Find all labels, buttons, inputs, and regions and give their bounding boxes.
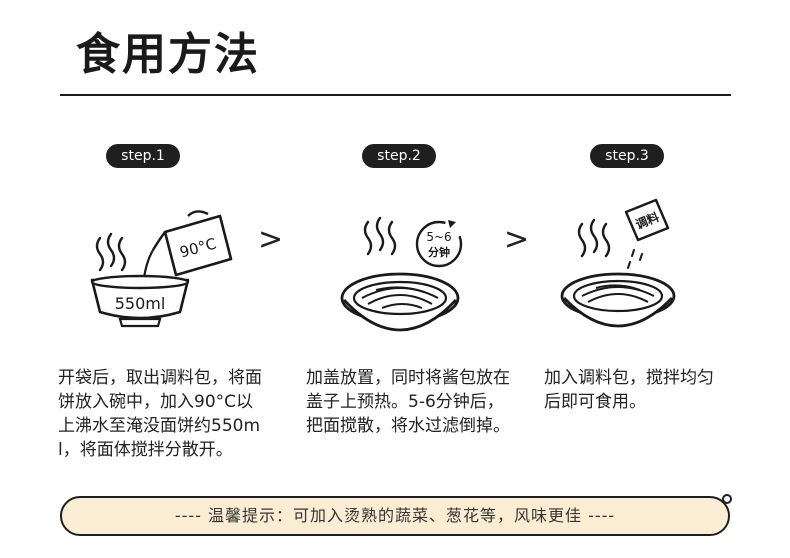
step-arrow-1: > bbox=[258, 222, 284, 257]
timer-icon: 5~6 分钟 bbox=[415, 220, 463, 268]
timer-unit-label: 分钟 bbox=[428, 245, 450, 259]
steam-icon bbox=[95, 232, 127, 272]
tip-decoration-dot bbox=[722, 494, 732, 504]
steam-icon bbox=[363, 216, 397, 256]
tip-text: ---- 温馨提示：可加入烫熟的蔬菜、葱花等，风味更佳 ---- bbox=[174, 506, 616, 525]
timer-minutes-label: 5~6 bbox=[426, 230, 451, 244]
seasoning-packet-icon: 调料 bbox=[624, 198, 670, 242]
step-1-illustration: 90°C 550ml bbox=[90, 210, 233, 328]
tip-banner: ---- 温馨提示：可加入烫熟的蔬菜、葱花等，风味更佳 ---- bbox=[60, 496, 730, 536]
step-1-badge: step.1 bbox=[106, 144, 180, 168]
bowl-volume-label: 550ml bbox=[115, 294, 166, 313]
bowl-icon: 550ml bbox=[90, 274, 190, 328]
title-divider bbox=[60, 94, 731, 96]
step-1-description: 开袋后，取出调料包，将面饼放入碗中，加入90°C以上沸水至淹没面饼约550ml，… bbox=[58, 368, 262, 460]
step-2-badge: step.2 bbox=[362, 144, 436, 168]
step-3-badge: step.3 bbox=[590, 144, 664, 168]
noodle-bowl-icon bbox=[560, 272, 676, 328]
step-arrow-2: > bbox=[504, 222, 530, 257]
step-3-illustration: 调料 bbox=[560, 198, 676, 328]
noodle-bowl-icon bbox=[340, 272, 460, 332]
step-2-description: 加盖放置，同时将酱包放在盖子上预热。5-6分钟后，把面搅散，将水过滤倒掉。 bbox=[306, 368, 510, 436]
page-title: 食用方法 bbox=[76, 29, 260, 80]
step-2-illustration: 5~6 分钟 bbox=[340, 216, 463, 332]
step-3-description: 加入调料包，搅拌均匀后即可食用。 bbox=[544, 368, 714, 412]
kettle-icon: 90°C bbox=[151, 210, 233, 277]
seasoning-drops bbox=[627, 249, 643, 269]
steam-icon bbox=[577, 218, 611, 258]
